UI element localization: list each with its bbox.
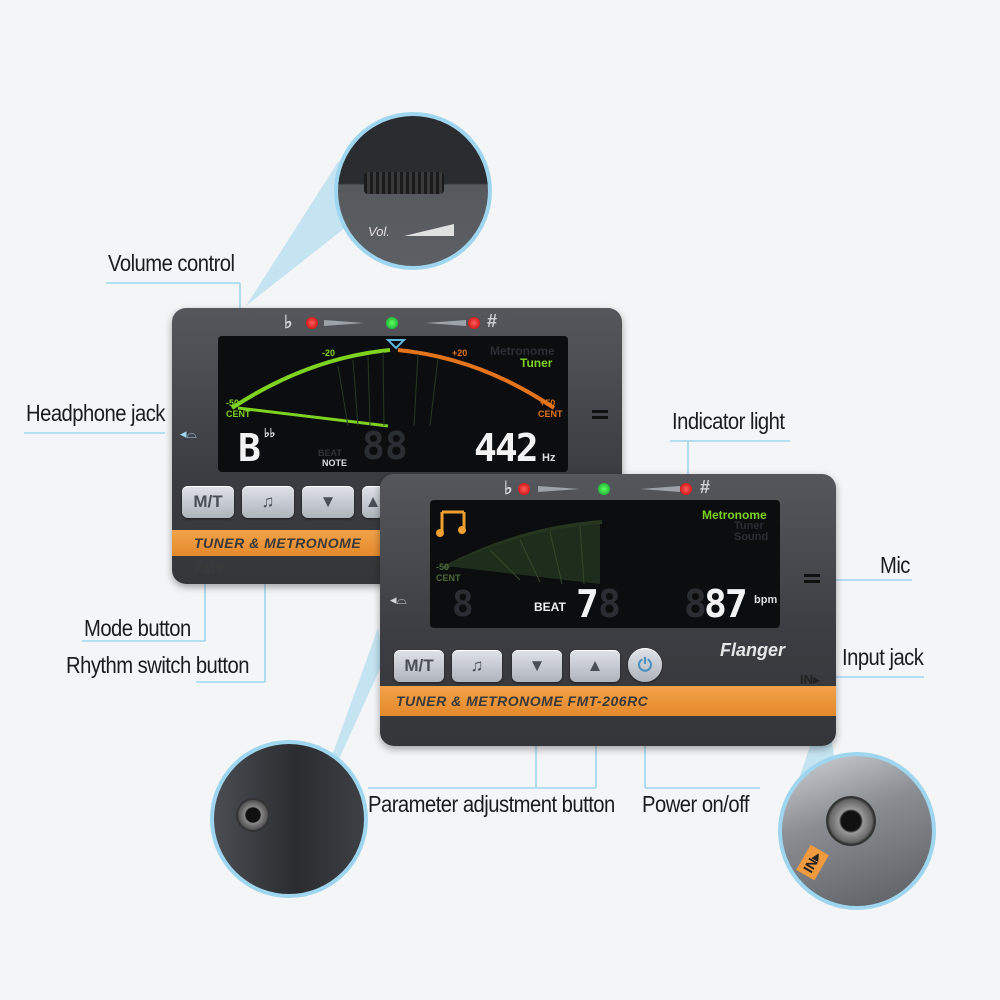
indicator-light-flat <box>306 317 318 329</box>
cent-minus50-front: -50 <box>436 562 450 572</box>
arrow-left-icon <box>640 486 680 492</box>
mic-slot <box>592 410 608 413</box>
mic-label: Mic <box>880 552 910 578</box>
down-button[interactable]: ▼ <box>512 650 562 682</box>
mode-metronome-dim: Metronome <box>490 344 555 358</box>
rhythm-switch-button[interactable]: ♫ <box>452 650 502 682</box>
volume-ramp-icon <box>404 224 454 236</box>
bpm-unit: bpm <box>754 594 778 606</box>
rhythm-switch-button-label: Rhythm switch button <box>66 652 249 678</box>
power-button[interactable]: ⏻ <box>628 648 662 682</box>
cent-label-left: CENT <box>226 409 251 419</box>
frequency-unit: Hz <box>542 452 556 464</box>
up-button-back[interactable]: ▲ <box>362 486 384 518</box>
parameter-adjustment-button-label: Parameter adjustment button <box>368 791 615 817</box>
cent-label-front: CENT <box>436 573 461 583</box>
input-jack-text-label: Input jack <box>842 644 924 670</box>
bpm-display-ghost: 8 <box>684 582 707 626</box>
indicator-light-label: Indicator light <box>672 408 785 434</box>
indicator-light-center-front <box>598 483 610 495</box>
mode-button[interactable]: M/T <box>394 650 444 682</box>
cent-plus50: +50 <box>540 398 556 408</box>
model-band-text: TUNER & METRONOME FMT-206RC <box>396 693 649 709</box>
model-band: TUNER & METRONOME FMT-206RC <box>380 686 836 716</box>
beat-label: BEAT <box>534 600 566 614</box>
mode-sound-dim: Sound <box>734 531 769 543</box>
brand-logo: Flanger <box>720 640 786 660</box>
headphone-jack-icon <box>236 798 270 832</box>
mic-slot-front <box>804 574 820 577</box>
cent-meter-front <box>443 520 603 585</box>
input-jack-icon <box>826 796 876 846</box>
indicator-light-flat-front <box>518 483 530 495</box>
cent-minus50: -50 <box>226 398 240 408</box>
music-note-icon <box>436 506 466 537</box>
down-button-back[interactable]: ▼ <box>302 486 354 518</box>
metronome-screen-front: Metronome Tuner Sound -50 CENT 8 BEAT 7 … <box>430 500 780 628</box>
bpm-display: 87 <box>704 582 748 626</box>
note-label: NOTE <box>322 458 348 468</box>
power-on-off-label: Power on/off <box>642 791 749 817</box>
mode-metronome: Metronome <box>702 508 767 522</box>
arrow-right-icon <box>324 320 404 326</box>
indicator-light-sharp-front <box>680 483 692 495</box>
mode-tuner: Tuner <box>520 356 553 370</box>
input-jack-zoom-label: IN▸ <box>796 844 829 881</box>
headphone-icon-front: ◂⌓ <box>390 592 407 607</box>
volume-control-label: Volume control <box>108 250 235 276</box>
sharp-symbol-front: # <box>700 477 711 497</box>
cent-minus20: -20 <box>322 348 336 358</box>
input-jack-label: IN▸ <box>800 672 820 687</box>
arrow-right-icon <box>538 486 580 492</box>
zoom-headphone-jack <box>210 740 368 898</box>
volume-wheel-icon <box>364 172 444 194</box>
flat-symbol: ♭ <box>284 312 293 332</box>
beat-label-dim: BEAT <box>318 448 342 458</box>
mode-button-label: Mode button <box>84 615 191 641</box>
note-display: B <box>238 426 261 470</box>
note-display-dim: 8 <box>452 584 474 625</box>
flat-symbol-front: ♭ <box>504 478 513 498</box>
indicator-light-center <box>386 317 398 329</box>
zoom-volume-wheel: Vol. <box>334 112 492 270</box>
beat-display: 7 <box>576 582 599 626</box>
rhythm-button-back[interactable]: ♫ <box>242 486 294 518</box>
cent-label-right: CENT <box>538 409 563 419</box>
arrow-left-icon <box>426 320 466 326</box>
beat-display-dim: 88 <box>362 424 408 468</box>
cent-plus20: +20 <box>452 348 468 358</box>
volume-label: Vol. <box>368 224 390 239</box>
indicator-light-sharp <box>468 317 480 329</box>
headphone-icon: ◂⌓ <box>180 426 197 441</box>
zoom-input-jack: IN▸ <box>778 752 936 910</box>
up-button[interactable]: ▲ <box>570 650 620 682</box>
cent-meter <box>230 339 556 428</box>
mode-tuner-dim: Tuner <box>734 520 764 532</box>
sharp-symbol: # <box>487 311 498 331</box>
tuner-screen-back: -20 +20 -50 CENT +50 CENT Metronome Tune… <box>218 336 568 472</box>
note-flats: ♭♭ <box>264 426 276 440</box>
mode-button-back[interactable]: M/T <box>182 486 234 518</box>
frequency-display: 442 <box>474 426 539 470</box>
beat-display-ghost: 8 <box>598 582 621 626</box>
model-band-back: TUNER & METRONOME FMT <box>172 530 384 577</box>
headphone-jack-label: Headphone jack <box>26 400 165 426</box>
tuner-device-front: ♭ # Metronome Tuner Sound -50 C <box>380 474 836 746</box>
